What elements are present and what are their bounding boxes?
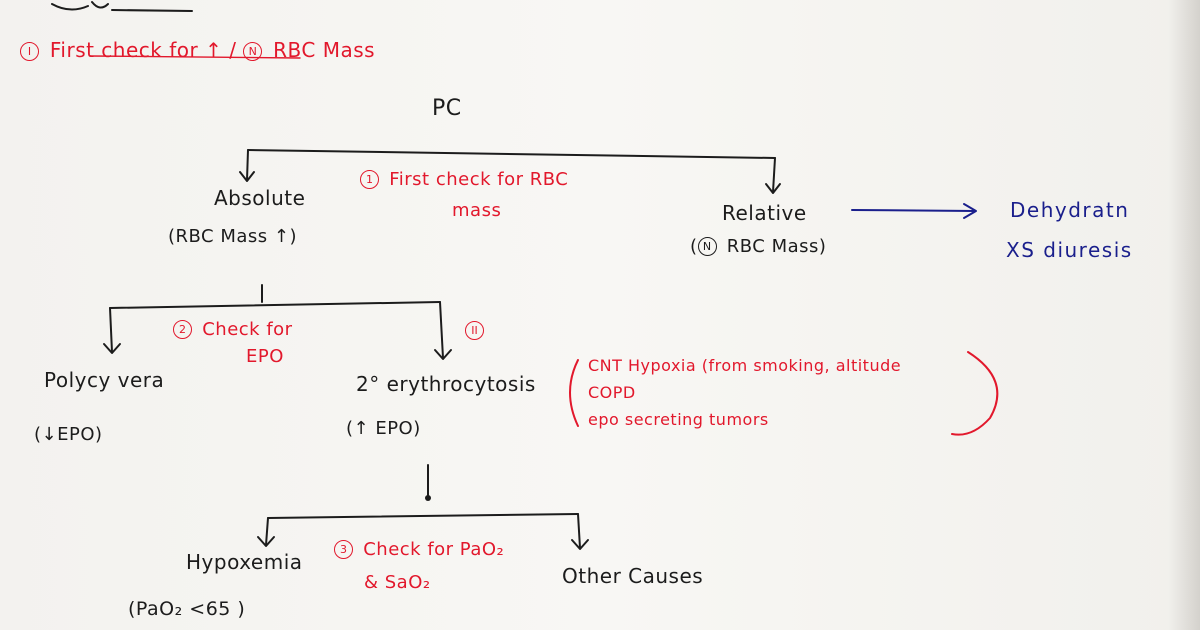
node-relative-sub: (N RBC Mass) bbox=[690, 237, 826, 256]
node-absolute-sub: (RBC Mass ↑) bbox=[168, 226, 297, 247]
header-note: I First check for ↑ / N RBC Mass bbox=[20, 40, 375, 61]
causes-bracket bbox=[569, 359, 579, 427]
header-text-before: First check for ↑ / bbox=[49, 38, 237, 62]
step1-number-icon: 1 bbox=[360, 170, 379, 189]
step1-note: 1 First check for RBC bbox=[360, 170, 568, 189]
secondary-cause-3: epo secreting tumors bbox=[588, 410, 769, 429]
arrowhead-other bbox=[571, 539, 589, 550]
node-absolute: Absolute bbox=[214, 186, 306, 210]
arrow-relative-causes bbox=[851, 209, 976, 212]
node-secondary-sub: (↑ EPO) bbox=[346, 418, 421, 439]
page-edge-shadow bbox=[1168, 0, 1200, 630]
link-to-absolute bbox=[246, 149, 249, 181]
relative-cause-1: Dehydratn bbox=[1010, 198, 1130, 222]
step2-line1: Check for bbox=[202, 319, 293, 340]
link-to-other bbox=[577, 513, 581, 549]
step2-number-icon: 2 bbox=[173, 320, 192, 339]
node-secondary: 2° erythrocytosis bbox=[356, 372, 536, 396]
link-to-secondary bbox=[439, 301, 444, 359]
header-strike bbox=[89, 55, 301, 59]
header-bullet-icon: I bbox=[20, 42, 39, 61]
node-relative: Relative bbox=[722, 201, 807, 225]
link-to-hypoxemia bbox=[265, 517, 269, 546]
step1-line1: First check for RBC bbox=[389, 169, 569, 190]
secondary-cause-1: CNT Hypoxia (from smoking, altitude bbox=[588, 356, 902, 375]
step2-note: 2 Check for bbox=[173, 320, 293, 339]
header-text-after: RBC Mass bbox=[273, 38, 376, 62]
relative-sub-open: ( bbox=[690, 236, 698, 257]
step3-number-icon: 3 bbox=[334, 540, 353, 559]
arrowhead-secondary bbox=[434, 349, 452, 360]
step-mark-icon: II bbox=[465, 321, 484, 340]
step3-line2: & SaO₂ bbox=[364, 572, 431, 593]
secondary-cause-2: COPD bbox=[588, 383, 636, 402]
node-pc: PC bbox=[432, 96, 462, 121]
node-other-causes: Other Causes bbox=[562, 564, 704, 588]
header-normal-icon: N bbox=[243, 42, 263, 61]
step2-line2: EPO bbox=[246, 346, 284, 367]
link-to-polycythemia bbox=[109, 307, 113, 353]
link-secondary-bar bbox=[267, 513, 579, 519]
step3-line1: Check for PaO₂ bbox=[363, 539, 505, 560]
node-hypoxemia: Hypoxemia bbox=[186, 550, 303, 574]
link-to-relative bbox=[772, 157, 776, 193]
step-mark: II bbox=[465, 321, 488, 340]
arrowhead-relative-causes bbox=[963, 203, 977, 219]
arrowhead-polycythemia bbox=[103, 343, 121, 354]
link-pc-bar bbox=[247, 149, 776, 159]
arrowhead-absolute bbox=[239, 171, 255, 182]
causes-curve bbox=[951, 351, 999, 436]
top-stray-ink bbox=[51, 1, 193, 12]
branch-dot bbox=[425, 495, 431, 501]
node-hypoxemia-sub: (PaO₂ <65 ) bbox=[128, 598, 246, 620]
relative-sub-close: RBC Mass) bbox=[726, 236, 827, 257]
relative-cause-2: XS diuresis bbox=[1006, 238, 1133, 262]
node-polycythemia-sub: (↓EPO) bbox=[34, 424, 103, 445]
link-absolute-bar bbox=[109, 301, 441, 309]
node-polycythemia: Polycy vera bbox=[44, 368, 165, 392]
step3-note: 3 Check for PaO₂ bbox=[334, 540, 504, 559]
arrowhead-hypoxemia bbox=[257, 536, 275, 547]
relative-normal-icon: N bbox=[697, 237, 717, 256]
arrowhead-relative bbox=[765, 183, 781, 194]
step1-line2: mass bbox=[452, 200, 502, 221]
